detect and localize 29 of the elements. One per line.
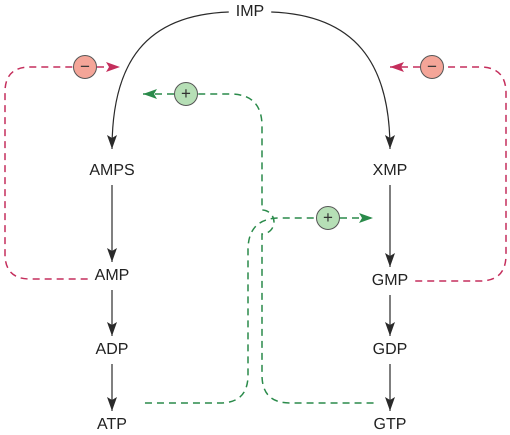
dashed-line [144, 217, 316, 404]
dashed-arrow [143, 89, 174, 99]
arrow [107, 290, 117, 336]
arrow [385, 295, 395, 336]
metabolite-label: XMP [372, 162, 408, 180]
arrow [385, 185, 395, 267]
arrow [107, 364, 117, 411]
activation-sign: + [316, 206, 340, 230]
arrow [107, 185, 117, 262]
dashed-line [415, 66, 507, 282]
metabolite-label: GDP [372, 341, 408, 359]
dashed-arrow [390, 62, 420, 72]
arrow [385, 364, 395, 411]
metabolite-label: GMP [372, 272, 408, 290]
dashed-line [4, 66, 88, 280]
metabolite-label: ADP [96, 341, 128, 359]
arrow [271, 11, 394, 150]
arrow [107, 11, 229, 150]
metabolite-label: AMPS [89, 162, 135, 180]
inhibition-sign: − [420, 55, 444, 79]
dashed-arrow [97, 62, 120, 72]
inhibition-sign: − [73, 55, 97, 79]
dashed-line [198, 93, 374, 404]
activation-sign: + [174, 82, 198, 106]
metabolite-label: ATP [97, 416, 127, 434]
dashed-arrow [340, 213, 373, 223]
metabolite-label: GTP [374, 416, 406, 434]
metabolite-label: AMP [94, 267, 130, 285]
metabolite-label: IMP [236, 3, 264, 21]
